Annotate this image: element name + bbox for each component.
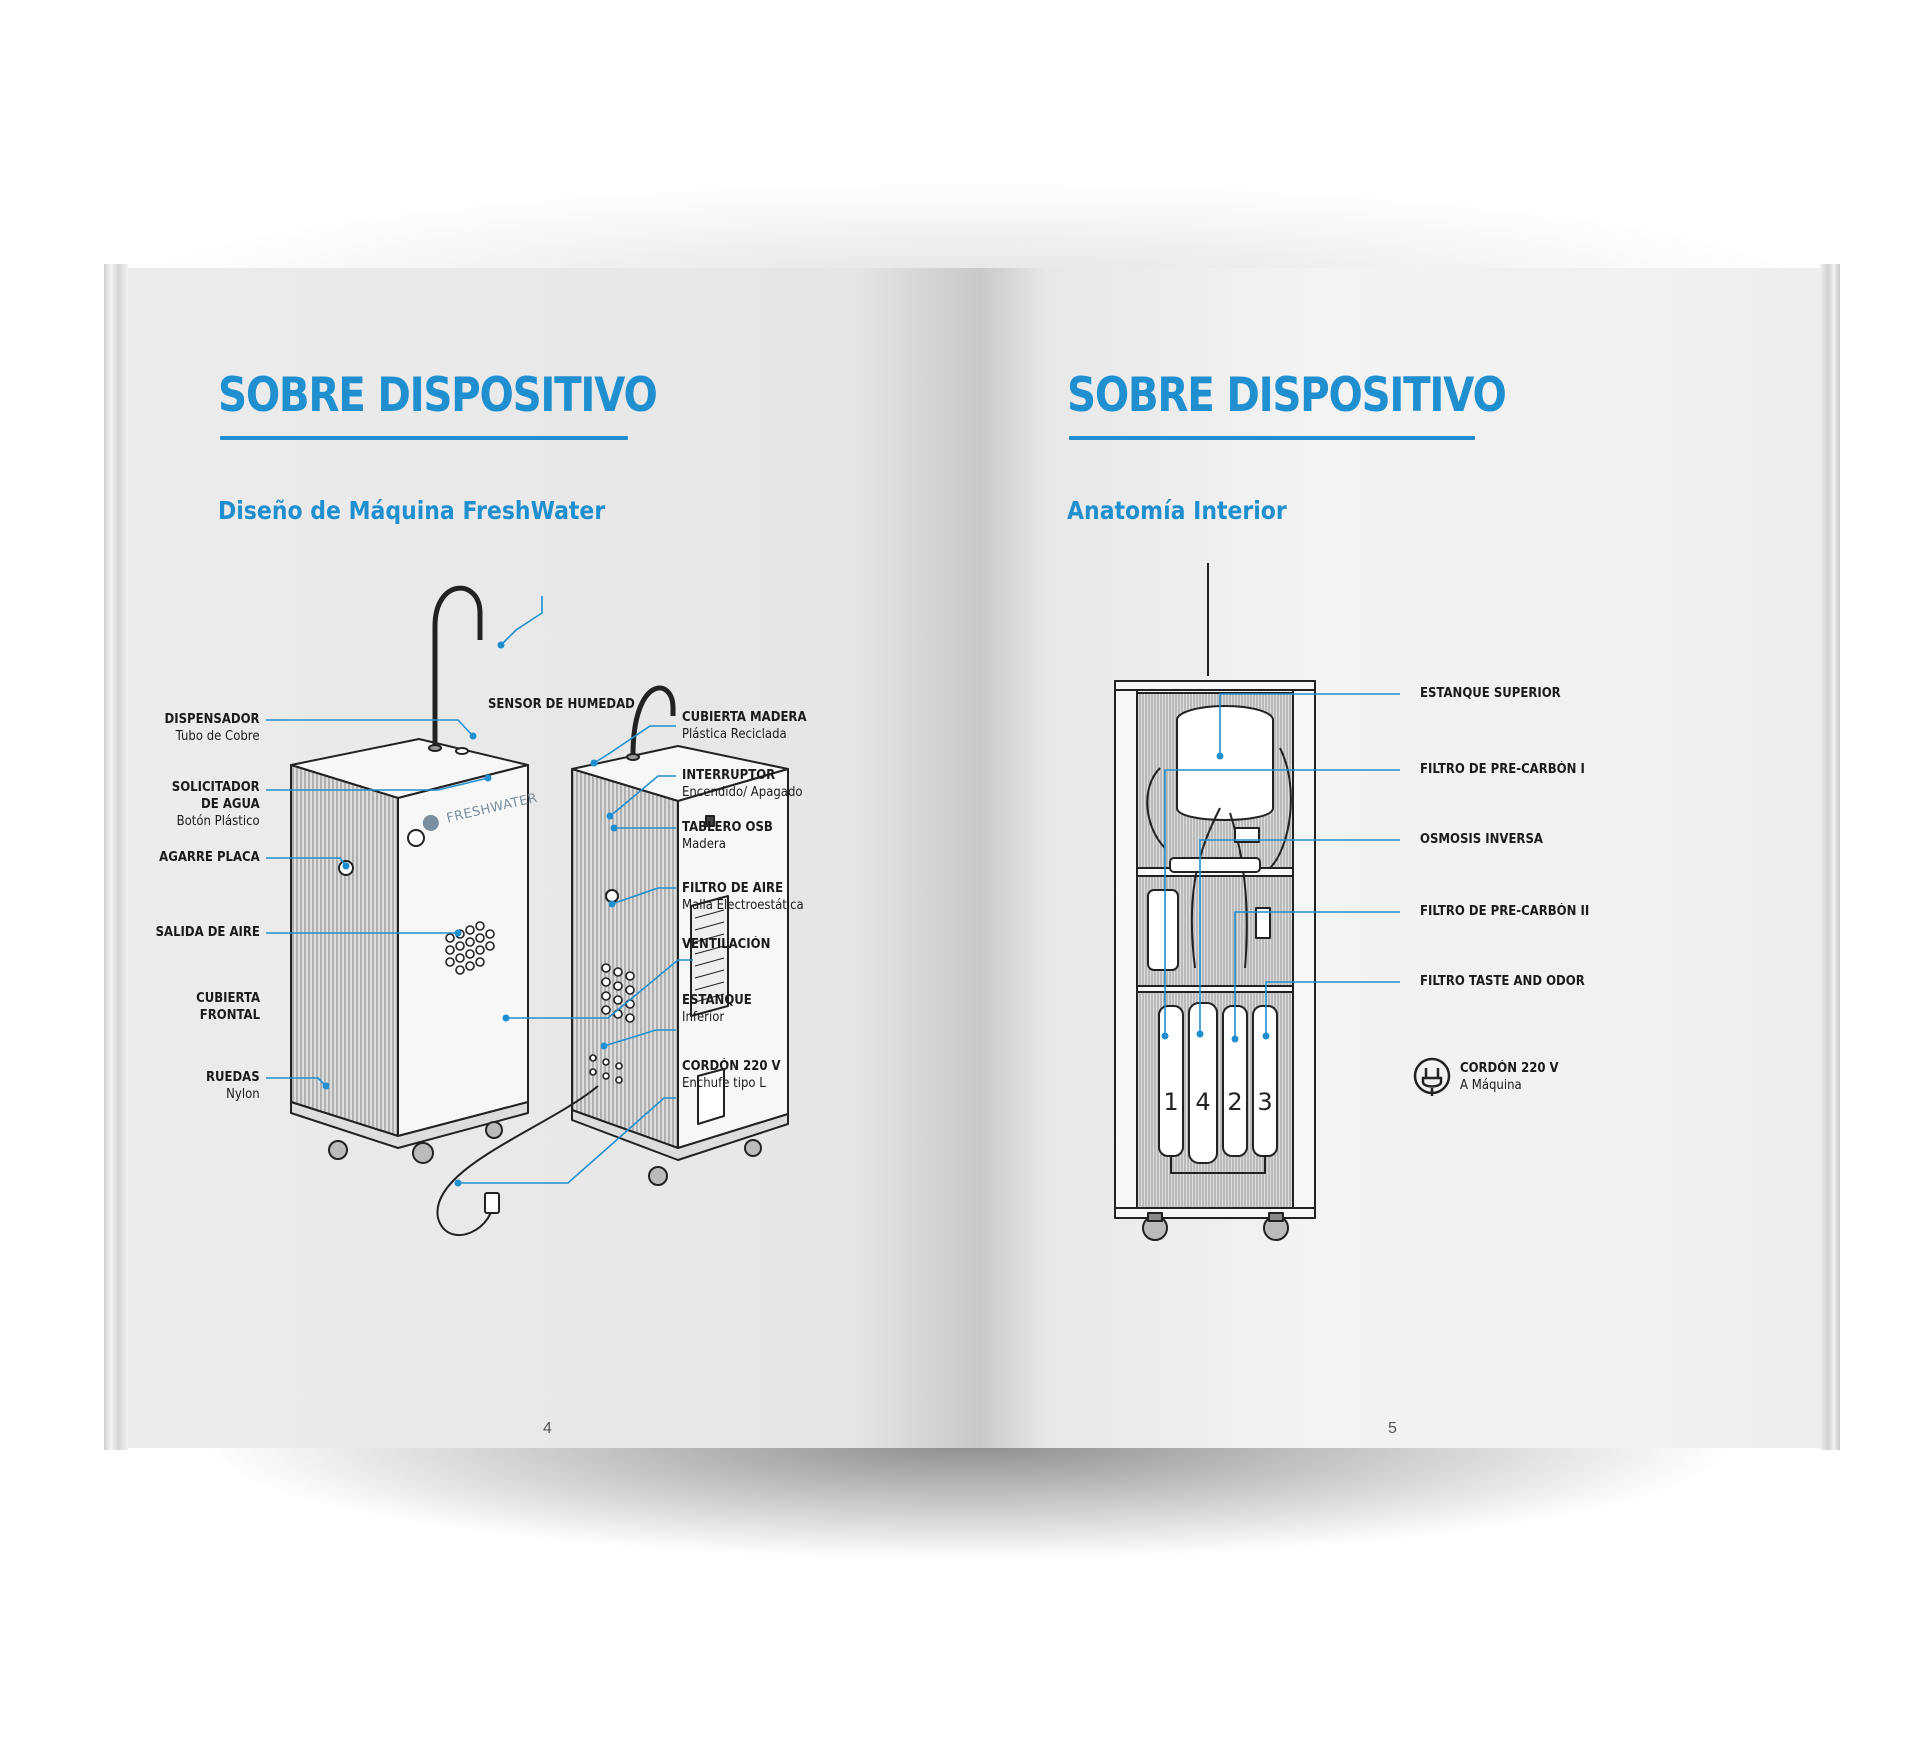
callout-osmosis-inversa: OSMOSIS INVERSA (1420, 832, 1543, 847)
callout-tablero-osb: TABLERO OSB Madera (682, 820, 773, 852)
callout-cubierta-frontal: CUBIERTA FRONTAL (196, 991, 260, 1023)
left-page: SOBRE DISPOSITIVO Diseño de Máquina Fres… (128, 268, 980, 1448)
interior-anatomy-illustration: 1 4 2 3 (1114, 563, 1451, 1241)
page-number: 5 (1388, 1420, 1397, 1437)
callout-interruptor: INTERRUPTOR Encendido/ Apagado (682, 768, 803, 800)
left-page-stack (104, 264, 128, 1450)
right-page: SOBRE DISPOSITIVO Anatomía Interior (980, 268, 1820, 1448)
callout-salida-aire: SALIDA DE AIRE (155, 925, 260, 940)
section-subtitle: Anatomía Interior (1067, 496, 1287, 525)
callout-estanque: ESTANQUE Inferior (682, 993, 752, 1025)
callout-filtro-pre-carbon-1: FILTRO DE PRE-CARBÓN I (1420, 762, 1585, 777)
filter-number-2: 2 (1227, 1088, 1242, 1116)
callout-cordon-maquina: CORDÓN 220 V A Máquina (1460, 1061, 1559, 1093)
callout-ruedas: RUEDAS Nylon (206, 1070, 260, 1102)
callout-cubierta-madera: CUBIERTA MADERA Plástica Reciclada (682, 710, 807, 742)
power-plug-icon (1413, 1057, 1451, 1096)
callout-solicitador: SOLICITADOR DE AGUA Botón Plástico (172, 780, 260, 829)
freshwater-machine-illustration (266, 585, 789, 1237)
title-underline (1069, 436, 1475, 440)
logo-swirl-icon (421, 813, 441, 833)
page-title: SOBRE DISPOSITIVO (218, 368, 658, 423)
callout-filtro-taste-odor: FILTRO TASTE AND ODOR (1420, 974, 1585, 989)
right-page-stack (1820, 264, 1840, 1450)
page-title: SOBRE DISPOSITIVO (1067, 368, 1507, 423)
title-underline (220, 436, 628, 440)
filter-number-4: 4 (1195, 1088, 1210, 1116)
callout-filtro-aire: FILTRO DE AIRE Malla Electroestática (682, 881, 804, 913)
callout-filtro-pre-carbon-2: FILTRO DE PRE-CARBÓN II (1420, 904, 1590, 919)
page-number: 4 (543, 1420, 552, 1437)
section-subtitle: Diseño de Máquina FreshWater (218, 496, 606, 525)
callout-ventilacion: VENTILACIÓN (682, 937, 771, 952)
callout-dispensador: DISPENSADOR Tubo de Cobre (164, 712, 260, 744)
callout-cordon: CORDÓN 220 V Enchufe tipo L (682, 1059, 781, 1091)
callout-agarre-placa: AGARRE PLACA (159, 850, 260, 865)
callout-estanque-superior: ESTANQUE SUPERIOR (1420, 686, 1561, 701)
filter-number-1: 1 (1163, 1088, 1178, 1116)
filter-number-3: 3 (1257, 1088, 1272, 1116)
callout-sensor-humedad: SENSOR DE HUMEDAD (488, 697, 635, 712)
